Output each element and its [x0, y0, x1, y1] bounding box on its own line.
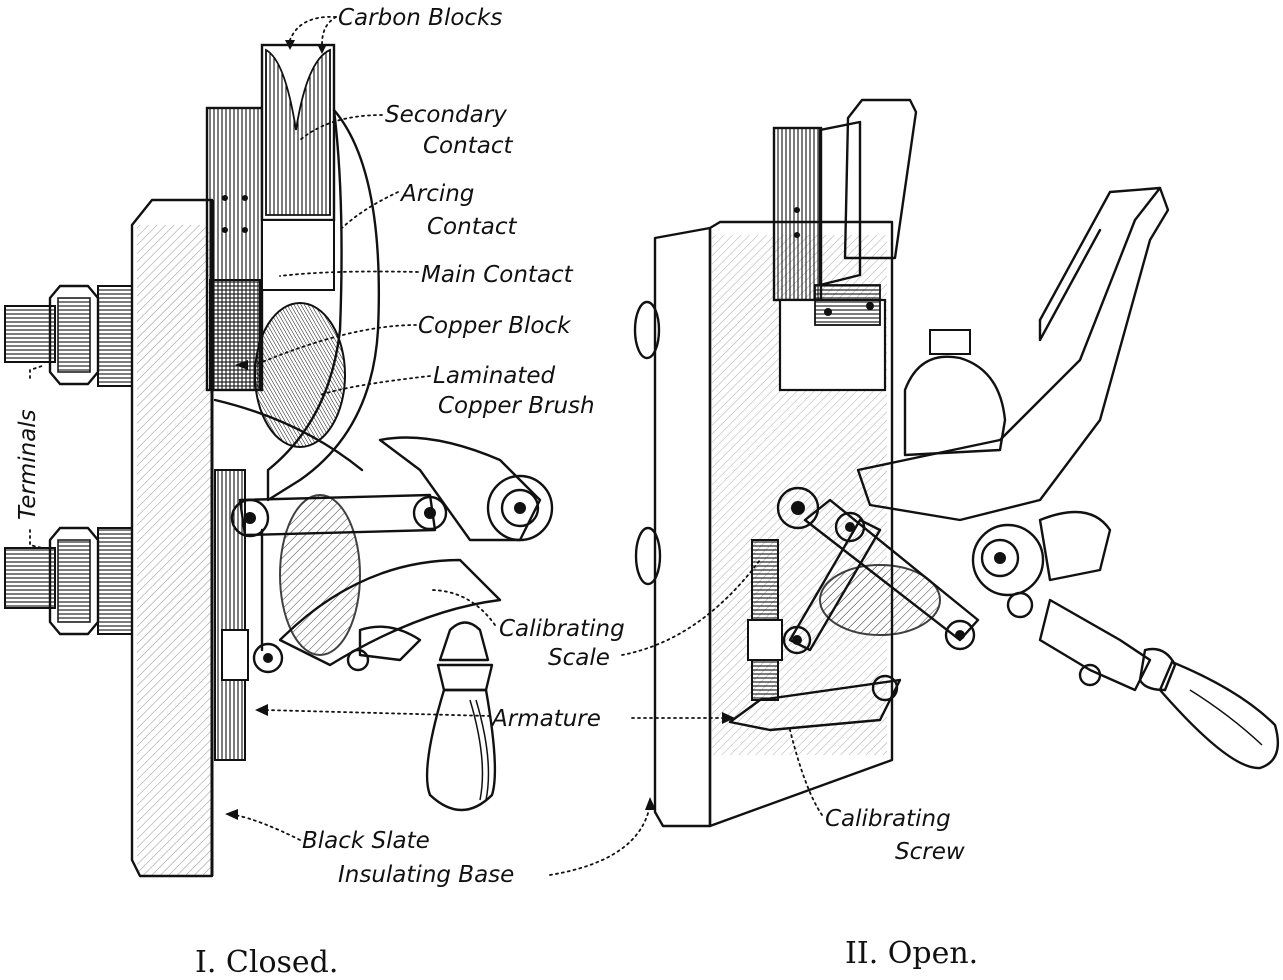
label-armature: Armature: [490, 706, 601, 732]
leader-lines: [29, 16, 823, 876]
figure-closed: [4, 43, 554, 878]
slate-base-closed: [130, 198, 214, 878]
label-laminated-line2: Copper Brush: [438, 393, 595, 419]
label-calibrating-scale-line2: Scale: [548, 645, 610, 671]
label-main-contact: Main Contact: [421, 262, 574, 288]
label-secondary-contact-line1: Secondary: [385, 102, 507, 128]
label-copper-block: Copper Block: [418, 313, 572, 339]
lever-arm-open: [856, 186, 1170, 522]
caption-open: II. Open.: [845, 936, 978, 971]
label-secondary-contact-line2: Contact: [423, 133, 513, 159]
copper-brush-open: [903, 329, 1007, 457]
labels: Carbon Blocks Secondary Contact Arcing C…: [15, 5, 965, 888]
label-carbon-blocks: Carbon Blocks: [338, 5, 502, 31]
label-laminated-line1: Laminated: [433, 363, 556, 389]
caption-closed: I. Closed.: [195, 945, 338, 980]
calibrating-scale-open: [728, 539, 902, 732]
label-calibrating-screw-line2: Screw: [895, 839, 965, 865]
contact-column-open: [772, 98, 918, 392]
label-black-slate-line2: Insulating Base: [338, 862, 514, 888]
label-calibrating-scale-line1: Calibrating: [499, 616, 625, 642]
label-arcing-contact-line1: Arcing: [399, 181, 474, 207]
linkage-closed: [230, 436, 554, 674]
label-arcing-contact-line2: Contact: [427, 214, 517, 240]
captions: I. Closed. II. Open.: [195, 936, 978, 980]
label-calibrating-screw-line1: Calibrating: [825, 806, 951, 832]
handle-open: [1038, 598, 1280, 770]
label-black-slate-line1: Black Slate: [302, 828, 430, 854]
figure-open: [633, 98, 1280, 828]
contact-column-closed: [205, 43, 336, 392]
lever-arm-closed: [213, 108, 381, 502]
linkage-open: [776, 486, 1112, 655]
terminal-upper: [4, 284, 133, 387]
handle-closed: [346, 621, 497, 812]
label-terminals: Terminals: [15, 409, 41, 520]
terminal-lower: [4, 526, 133, 636]
armature-closed: [214, 469, 249, 761]
